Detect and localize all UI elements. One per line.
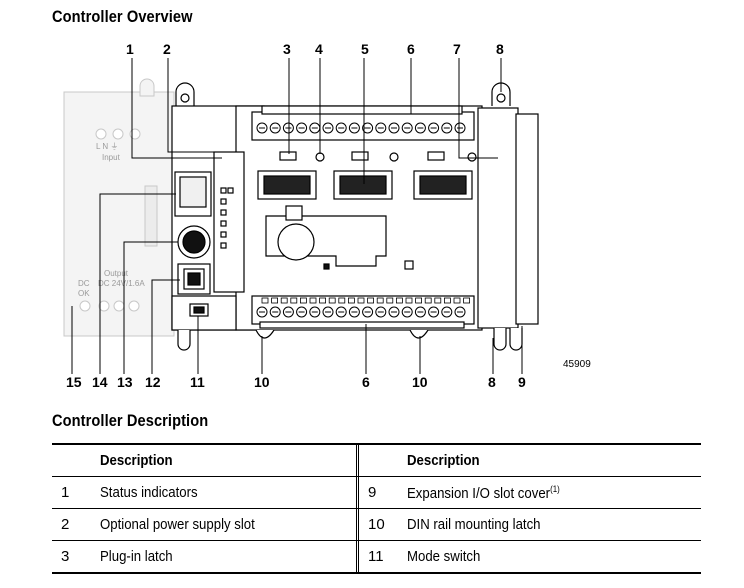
row-number-left: 3 xyxy=(52,540,91,574)
column-separator xyxy=(356,476,359,509)
controller-description-heading: Controller Description xyxy=(52,411,209,430)
header-description-left: Description xyxy=(91,444,357,477)
row-description-left: Optional power supply slot xyxy=(91,508,357,541)
callout-4: 4 xyxy=(315,41,323,57)
terminal-pin xyxy=(395,297,403,304)
terminal-pin xyxy=(443,297,451,304)
footnote-ref: (1) xyxy=(550,483,560,494)
table-header-row: Description Description xyxy=(52,444,701,477)
bottom-terminal-screws xyxy=(256,306,466,318)
callout-2: 2 xyxy=(163,41,171,57)
ghost-power-terminals: L N ⏚ xyxy=(96,142,118,151)
terminal-pin xyxy=(424,297,432,304)
callout-14: 14 xyxy=(92,374,108,390)
terminal-pin xyxy=(290,297,298,304)
ghost-ok-label: OK xyxy=(78,289,90,298)
callout-15: 15 xyxy=(66,374,82,390)
terminal-pin xyxy=(347,297,355,304)
terminal-pin xyxy=(271,297,279,304)
row-description-right: Expansion I/O slot cover(1) xyxy=(398,476,701,509)
terminal-pin xyxy=(309,297,317,304)
callout-9: 9 xyxy=(518,374,526,390)
terminal-pin xyxy=(261,297,269,304)
terminal-pin xyxy=(386,297,394,304)
column-separator xyxy=(356,540,359,574)
controller-overview-figure: 1 2 3 4 5 6 7 8 L N ⏚ Input Output DC 24… xyxy=(63,41,591,390)
callout-8-top: 8 xyxy=(496,41,504,57)
column-separator xyxy=(356,508,359,541)
top-callouts: 1 2 3 4 5 6 7 8 xyxy=(126,41,504,57)
terminal-pin xyxy=(405,297,413,304)
row-number-right: 9 xyxy=(358,476,398,509)
callout-5: 5 xyxy=(361,41,369,57)
terminal-pin xyxy=(376,297,384,304)
table-row: 2 Optional power supply slot 10 DIN rail… xyxy=(52,508,701,541)
row-description-right: DIN rail mounting latch xyxy=(398,508,701,541)
table-row: 3 Plug-in latch 11 Mode switch xyxy=(52,540,701,574)
callout-13: 13 xyxy=(117,374,133,390)
controller-body xyxy=(171,82,539,351)
terminal-pin xyxy=(299,297,307,304)
row-description-right: Mode switch xyxy=(398,540,701,574)
row-number-left: 2 xyxy=(52,508,91,541)
row-description-left: Plug-in latch xyxy=(91,540,357,574)
bottom-terminal-pins xyxy=(261,297,471,304)
callout-11: 11 xyxy=(190,374,205,390)
row-number-right: 10 xyxy=(358,508,398,541)
callout-12: 12 xyxy=(145,374,161,390)
row-description-left: Status indicators xyxy=(91,476,357,509)
row-number-right: 11 xyxy=(358,540,398,574)
header-number-right xyxy=(358,444,398,477)
callout-7: 7 xyxy=(453,41,461,57)
ghost-dc-label: DC xyxy=(78,279,90,288)
terminal-pin xyxy=(319,297,327,304)
terminal-pin xyxy=(453,297,461,304)
ghost-output-label: Output xyxy=(104,269,129,278)
figure-number: 45909 xyxy=(563,359,591,370)
terminal-pin xyxy=(328,297,336,304)
controller-overview-heading: Controller Overview xyxy=(52,7,193,26)
terminal-pin xyxy=(357,297,365,304)
bottom-callouts: 15 14 13 12 11 10 6 10 8 9 xyxy=(66,374,526,390)
terminal-pin xyxy=(434,297,442,304)
callout-10-left: 10 xyxy=(254,374,270,390)
callout-10-right: 10 xyxy=(412,374,428,390)
terminal-pin xyxy=(338,297,346,304)
callout-8-bottom: 8 xyxy=(488,374,496,390)
header-description-right: Description xyxy=(398,444,701,477)
callout-6-bottom: 6 xyxy=(362,374,370,390)
ghost-output-rating: DC 24V/1.6A xyxy=(98,279,145,288)
column-separator xyxy=(356,444,359,477)
terminal-pin xyxy=(415,297,423,304)
controller-description-table: Description Description 1 Status indicat… xyxy=(52,443,701,574)
terminal-pin xyxy=(367,297,375,304)
leader-lines xyxy=(71,58,523,374)
callout-6-top: 6 xyxy=(407,41,415,57)
row-number-left: 1 xyxy=(52,476,91,509)
header-number-left xyxy=(52,444,91,477)
ghost-input-label: Input xyxy=(102,153,121,162)
optional-power-supply-ghost xyxy=(63,78,175,337)
terminal-pin xyxy=(280,297,288,304)
callout-1: 1 xyxy=(126,41,134,57)
table-row: 1 Status indicators 9 Expansion I/O slot… xyxy=(52,476,701,509)
callout-3: 3 xyxy=(283,41,291,57)
top-terminal-screws xyxy=(256,122,466,134)
terminal-pin xyxy=(463,297,471,304)
